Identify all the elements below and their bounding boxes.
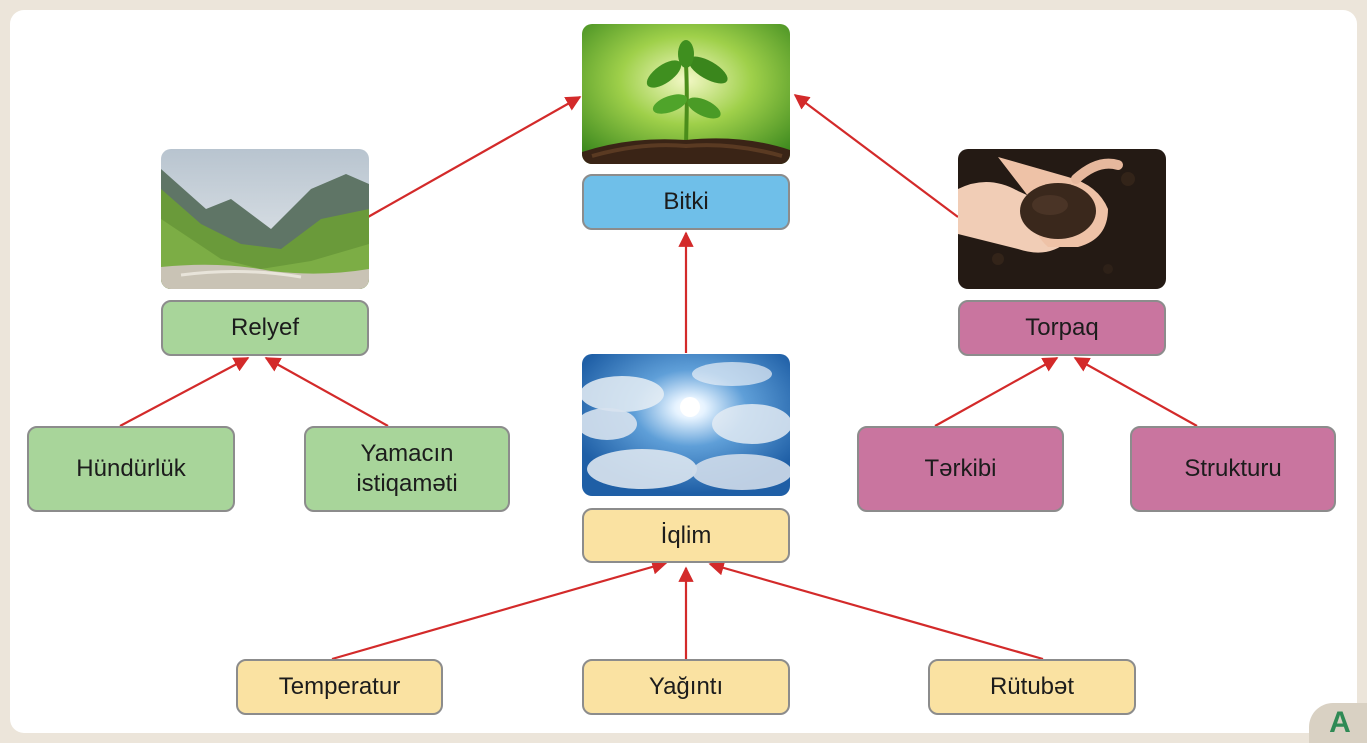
plant-photo <box>582 24 790 164</box>
arrow-relyef-to-bitki <box>367 96 582 218</box>
node-yamacin-istiqameti: Yamacın istiqaməti <box>304 426 510 512</box>
node-relyef: Relyef <box>161 300 369 356</box>
hands-with-soil-photo <box>958 149 1166 289</box>
node-torpaq: Torpaq <box>958 300 1166 356</box>
node-yaginti: Yağıntı <box>582 659 790 715</box>
node-strukturu: Strukturu <box>1130 426 1336 512</box>
node-iqlim: İqlim <box>582 508 790 563</box>
arrow-yamacin-to-relyef <box>264 357 389 427</box>
arrow-strukturu-to-torpaq <box>1073 357 1198 427</box>
arrow-torpaq-to-bitki <box>793 94 959 218</box>
node-hundurluk: Hündürlük <box>27 426 235 512</box>
node-temperatur: Temperatur <box>236 659 443 715</box>
mountain-valley-photo <box>161 149 369 289</box>
sunny-sky-clouds-photo <box>582 354 790 496</box>
corner-badge: A <box>1309 703 1367 743</box>
arrow-terkibi-to-torpaq <box>934 357 1059 427</box>
arrow-hundurluk-to-relyef <box>119 357 250 427</box>
node-terkibi: Tərkibi <box>857 426 1064 512</box>
arrow-temperatur-to-iqlim <box>331 559 668 661</box>
node-bitki: Bitki <box>582 174 790 230</box>
arrow-rutubet-to-iqlim <box>708 560 1044 661</box>
node-rutubet: Rütubət <box>928 659 1136 715</box>
